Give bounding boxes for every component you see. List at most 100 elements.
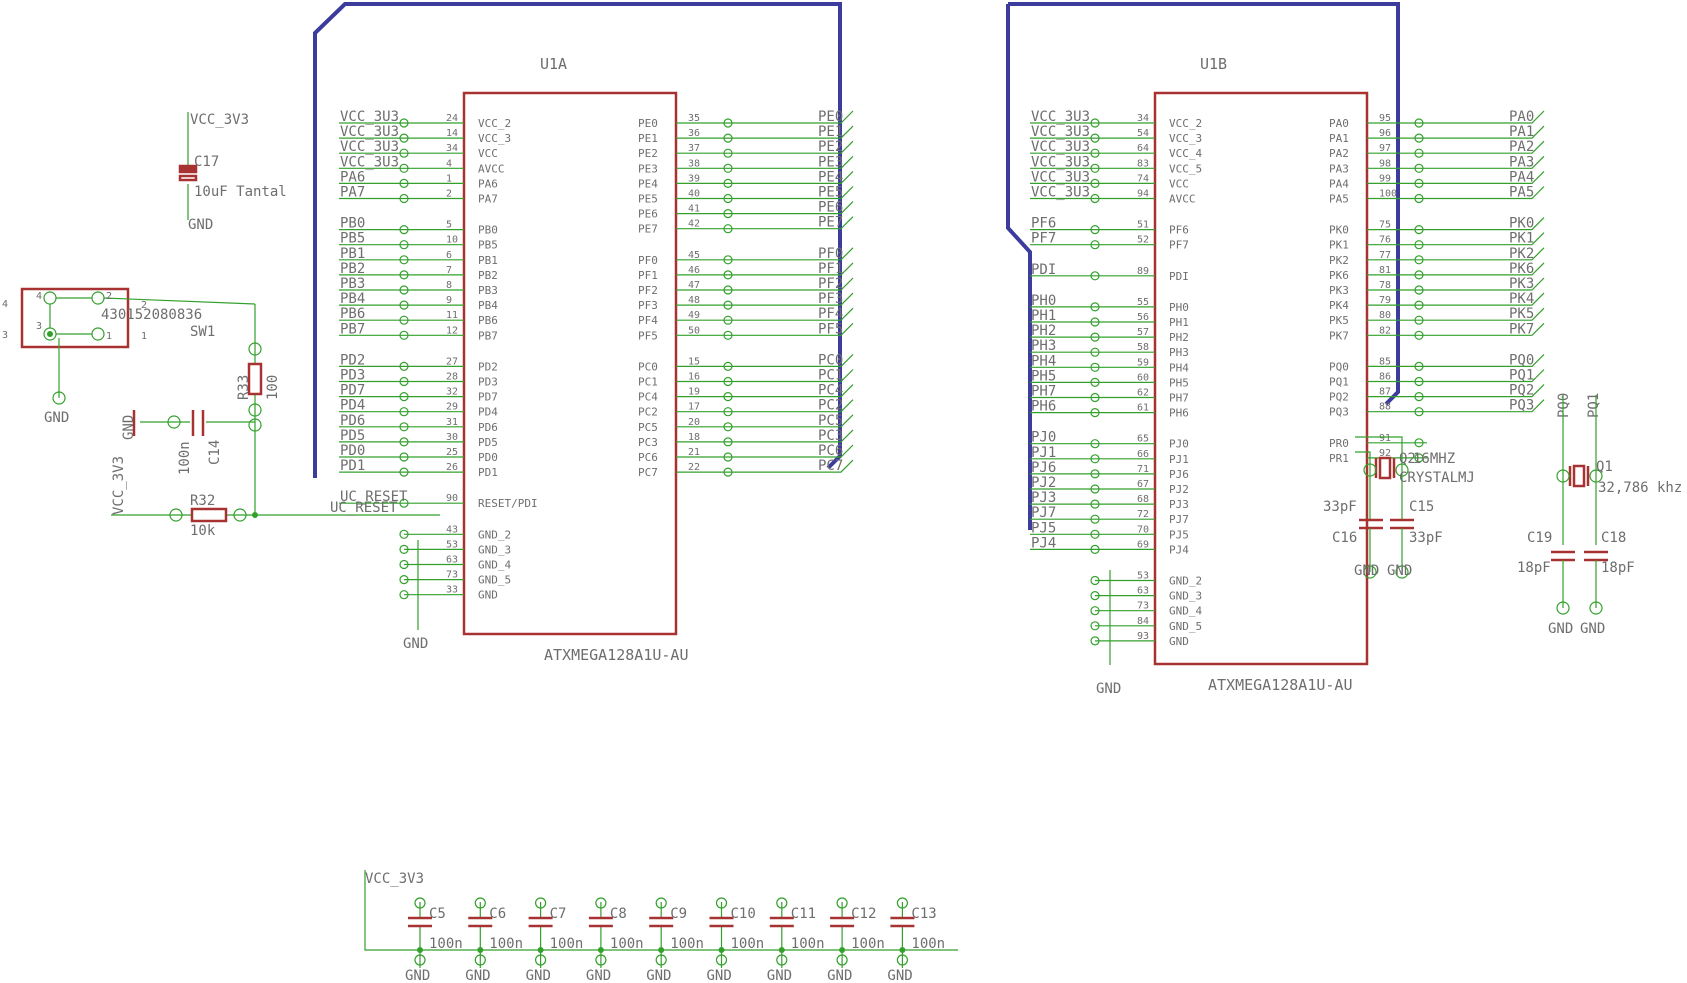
r32-resistor: VCC_3V3 R32 10k UC_RESET [111,456,440,539]
pin-number: 27 [446,356,458,367]
c15-value: 33pF [1409,530,1443,546]
u1b-name: U1B [1200,55,1227,73]
pin-name: PH0 [1169,301,1189,314]
pin-name: PE4 [638,177,658,190]
net-label: PQ0 [1509,352,1534,368]
net-wire [736,277,854,291]
pin-terminal [399,193,409,204]
pin-number: 100 [1379,189,1397,200]
net-wire [1427,186,1545,200]
cap-gnd: GND [767,968,792,983]
pin-name: VCC_4 [1169,147,1202,160]
bus-u1a [313,2,842,478]
u1b-gnd-label: GND [1096,681,1121,697]
pin-number: 34 [446,143,458,154]
net-label: VCC_3U3 [1031,124,1090,140]
net-label: PJ6 [1031,460,1056,476]
pin-terminal [1414,255,1424,265]
pin-terminal [723,300,733,310]
net-label: PH5 [1031,368,1056,384]
net-label: VCC_3U3 [1031,109,1090,125]
r32-value: 10k [190,523,216,539]
pin-name: PF4 [638,314,658,327]
net-label: PF5 [818,321,843,337]
cap-value: 100n [791,936,825,952]
pin-terminal [1414,315,1424,325]
cap-name: C13 [911,906,936,922]
pin-terminal [1090,133,1100,143]
net-wire [736,322,854,336]
pin-terminal [1090,302,1100,312]
cap-value: 100n [489,936,523,952]
pin-number: 92 [1379,448,1391,459]
pin-number: 76 [1379,235,1391,246]
pin-number: 88 [1379,402,1391,413]
net-label: PH6 [1031,399,1056,415]
net-label: PC0 [818,352,843,368]
pin-number: 6 [446,250,452,261]
pin-terminal [1090,347,1100,357]
pin-name: PD6 [478,421,498,434]
pin-number: 89 [1137,266,1149,277]
net-wire [736,414,854,428]
pin-name: PH4 [1169,361,1189,374]
pin-name: PD4 [478,406,498,419]
q1-name: Q1 [1596,459,1613,475]
pin-number: 96 [1379,128,1391,139]
net-label: PJ0 [1031,430,1056,446]
net-wire [1427,110,1545,124]
cap-value: 100n [731,936,765,952]
pin-name: PA4 [1329,177,1349,190]
pin-number: 80 [1379,310,1391,321]
net-label: PK5 [1509,306,1534,322]
net-label: PC5 [818,413,843,429]
net-label: PA3 [1509,154,1534,170]
pin-terminal [1090,332,1100,342]
net-label: PC6 [818,443,843,459]
pin-name: PF7 [1169,239,1189,252]
u1a-name: U1A [540,55,567,73]
net-label: PB3 [340,276,365,292]
sw1-part: 430152080836 [101,307,202,323]
sw1-pin-3: 3 [2,330,8,341]
pin-name: PA5 [1329,193,1349,206]
pin-name: PA6 [478,177,498,190]
pin-name: GND_5 [1169,620,1202,633]
c15-gnd: GND [1387,563,1412,579]
pin-name: PD7 [478,391,498,404]
pin-number: 18 [688,432,700,443]
q2-name: Q2 [1399,451,1416,467]
pin-number: 70 [1137,524,1149,535]
r33-name: R33 [236,375,252,400]
cap-value: 100n [911,936,945,952]
net-label: PF7 [1031,231,1056,247]
pin-number: 93 [1137,631,1149,642]
pin-number: 62 [1137,388,1149,399]
net-wire [1427,247,1545,261]
decoupling-bank: VCC_3V3 C5100nGNDC6100nGNDC7100nGNDC8100… [364,870,958,983]
pin-name: PF0 [638,254,658,267]
pin-number: 43 [446,524,458,535]
pin-terminal [1414,270,1424,280]
c14-gnd: GND [121,415,137,440]
pin-terminal [399,148,409,158]
pin-name: PK3 [1329,284,1349,297]
pin-terminal [1090,225,1100,235]
net-label: PE3 [818,154,843,170]
net-label: PE1 [818,124,843,140]
pin-number: 56 [1137,312,1149,323]
pin-name: PD3 [478,376,498,389]
c17-name: C17 [194,154,219,170]
cap-name: C5 [429,906,446,922]
pin-name: PC0 [638,360,658,373]
pin-number: 41 [688,204,700,215]
pin-name: PK1 [1329,239,1349,252]
net-wire [736,384,854,398]
net-wire [1427,399,1545,413]
pin-name: PH1 [1169,316,1189,329]
sw1-name: SW1 [190,324,215,340]
net-label: PF4 [818,306,843,322]
net-label: PD7 [340,383,365,399]
pin-name: PB6 [478,314,498,327]
pin-terminal [399,437,409,447]
